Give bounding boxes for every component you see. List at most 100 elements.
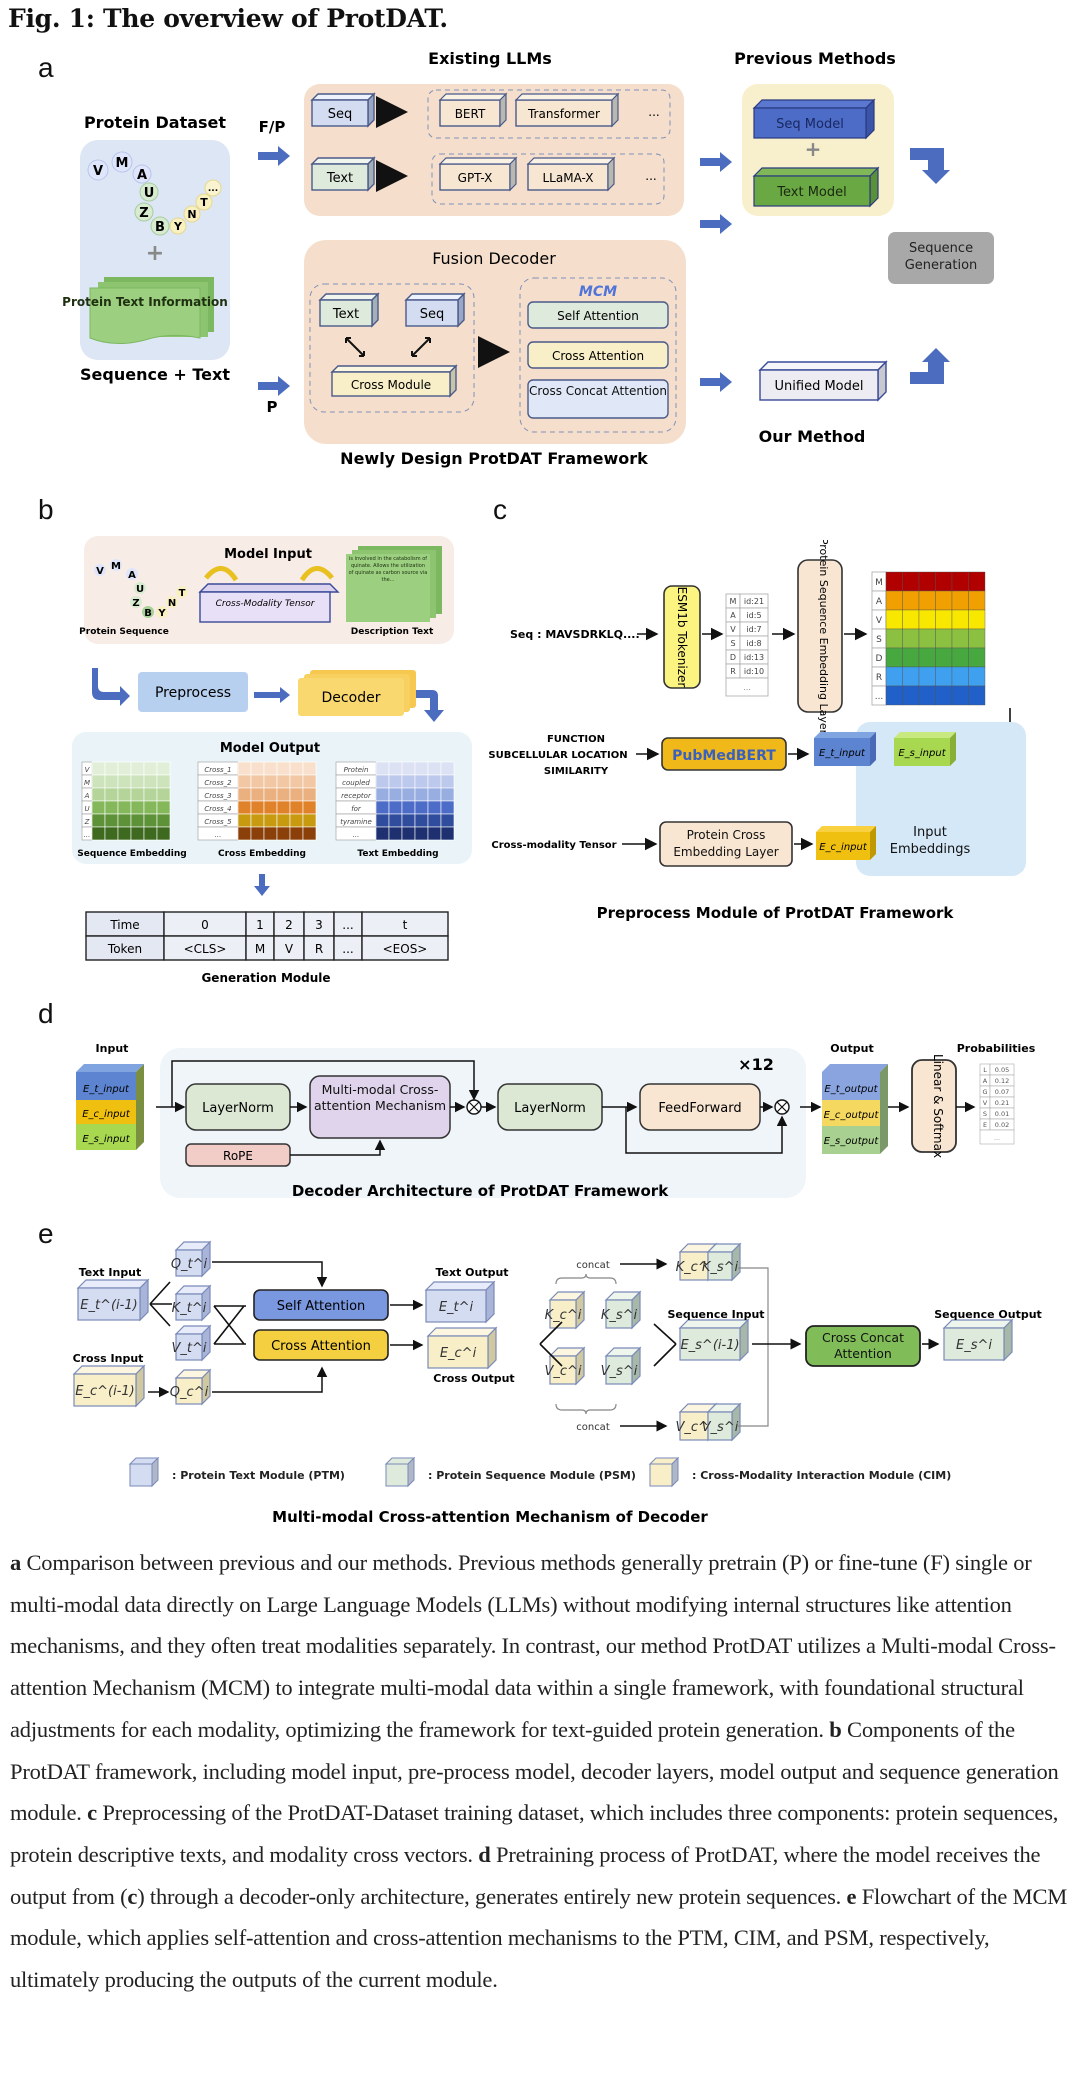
arrow-p-icon bbox=[258, 376, 290, 396]
svg-text:A: A bbox=[137, 168, 147, 183]
feedforward-label: FeedForward bbox=[658, 1101, 741, 1116]
embedding-cell bbox=[130, 774, 145, 789]
cross-concat-attention-box bbox=[805, 1325, 921, 1367]
heatmap-cell bbox=[968, 590, 986, 611]
embedding-cell bbox=[375, 774, 390, 789]
embedding-row-label: ... bbox=[215, 831, 222, 839]
embedding-cell bbox=[156, 787, 171, 802]
prob-value: 0.12 bbox=[995, 1077, 1009, 1085]
concat-v-c-cube bbox=[679, 1411, 709, 1441]
embedding-cell bbox=[117, 813, 132, 828]
layernorm-2-label: LayerNorm bbox=[514, 1101, 586, 1116]
mcm-label: MCM bbox=[579, 284, 617, 300]
our-method-label: Our Method bbox=[759, 427, 866, 446]
time-value: 1 bbox=[256, 918, 264, 932]
split-arrows-icon bbox=[149, 1281, 172, 1327]
fusion-inner-dashed bbox=[309, 283, 475, 413]
arrow-down-icon bbox=[254, 874, 270, 896]
embedding-cell bbox=[388, 787, 403, 802]
text-embedding-label: Text Embedding bbox=[357, 849, 438, 859]
q-t-cube-label: Q_t^i bbox=[171, 1257, 208, 1272]
token-value: ... bbox=[342, 942, 353, 956]
embedding-cell bbox=[237, 774, 252, 789]
embedding-cell bbox=[440, 774, 455, 789]
svg-text:T: T bbox=[200, 196, 208, 209]
svg-text:Cross-Modality Tensor: Cross-Modality Tensor bbox=[216, 599, 316, 609]
embedding-cell bbox=[130, 761, 145, 776]
svg-text:Seq: Seq bbox=[328, 107, 353, 122]
embedding-cell bbox=[156, 813, 171, 828]
heatmap-cell bbox=[951, 609, 969, 630]
cross-input-cube bbox=[73, 1373, 137, 1407]
embedding-cell bbox=[263, 826, 278, 841]
heatmap-cell bbox=[951, 666, 969, 687]
concat-k-c-cube-label: K_c^i bbox=[676, 1260, 713, 1275]
plus-icon: + bbox=[805, 137, 822, 161]
layernorm-1-label: LayerNorm bbox=[202, 1101, 274, 1116]
heatmap-cell bbox=[951, 571, 969, 592]
heatmap-cell bbox=[968, 571, 986, 592]
embedding-cell bbox=[276, 813, 291, 828]
input-embeddings-label: Input Embeddings bbox=[889, 825, 971, 857]
token-id: id:8 bbox=[746, 639, 761, 648]
svg-text:U: U bbox=[144, 186, 155, 201]
embedding-cell bbox=[427, 826, 442, 841]
k-t-cube-label: K_t^i bbox=[172, 1301, 207, 1316]
split-arrows-icon bbox=[539, 1321, 563, 1367]
heatmap-cell bbox=[885, 609, 903, 630]
embedding-cell bbox=[414, 813, 429, 828]
heatmap-cell bbox=[935, 609, 953, 630]
text-input-cube bbox=[77, 1287, 141, 1321]
sequence-input-cube bbox=[679, 1327, 741, 1361]
time-value: 2 bbox=[285, 918, 293, 932]
text-output-cube-top bbox=[424, 1281, 496, 1291]
text-embedding-grid: Proteincoupledreceptorfortyramine... bbox=[335, 761, 455, 841]
embedding-cell bbox=[117, 761, 132, 776]
heatmap-cell bbox=[918, 609, 936, 630]
arrow-icon bbox=[92, 668, 130, 706]
heatmap-cell bbox=[951, 628, 969, 649]
cross-embedding-grid: Cross_1Cross_2Cross_3Cross_4Cross_5... bbox=[197, 761, 317, 841]
embedding-cell bbox=[401, 774, 416, 789]
embedding-row-label: A bbox=[84, 792, 90, 800]
embedding-cell bbox=[375, 761, 390, 776]
heatmap-cell bbox=[885, 571, 903, 592]
panel-c-caption: Preprocess Module of ProtDAT Framework bbox=[597, 904, 955, 922]
heatmap-cell bbox=[968, 647, 986, 668]
embedding-cell bbox=[250, 774, 265, 789]
protein-sequence-beads: V M A U Z B Y N T bbox=[94, 559, 188, 619]
cross-input-cube-label: E_c^(i-1) bbox=[75, 1384, 134, 1399]
embedding-cell bbox=[302, 787, 317, 802]
mcm-self-attention bbox=[527, 301, 669, 329]
embedding-cell bbox=[91, 761, 106, 776]
embedding-cell bbox=[156, 826, 171, 841]
v-c-cube bbox=[549, 1355, 577, 1385]
p-label: P bbox=[267, 398, 278, 416]
svg-text:Transformer: Transformer bbox=[527, 107, 600, 121]
preprocess-label: Preprocess bbox=[155, 685, 231, 701]
token-aa: M bbox=[730, 597, 737, 606]
decoder-label: Decoder bbox=[322, 690, 381, 706]
k-c-cube bbox=[549, 1299, 577, 1329]
sequence-text-label: Sequence + Text bbox=[80, 365, 230, 384]
text-input-box: Text bbox=[310, 156, 376, 192]
llm-bert: BERT bbox=[438, 92, 508, 128]
mcm-self-attention-label: Self Attention bbox=[557, 309, 639, 323]
arrow-icon bbox=[700, 372, 732, 392]
linear-softmax-box bbox=[911, 1059, 957, 1153]
embedding-cell bbox=[440, 761, 455, 776]
time-value: 3 bbox=[315, 918, 323, 932]
embedding-cell bbox=[427, 800, 442, 815]
heatmap-row-label: S bbox=[876, 635, 882, 645]
heatmap-cell bbox=[968, 609, 986, 630]
heatmap-cell bbox=[935, 571, 953, 592]
prob-value: 0.07 bbox=[995, 1088, 1009, 1096]
svg-text:Protein Text Information: Protein Text Information bbox=[62, 295, 228, 309]
text-input-location: SUBCELLULAR LOCATION bbox=[488, 750, 627, 761]
q-c-cube-label: Q_c^i bbox=[170, 1385, 209, 1400]
e-t-input-cube: E_t_input bbox=[814, 732, 876, 766]
previous-methods-title: Previous Methods bbox=[734, 49, 896, 68]
svg-text:E_c_input: E_c_input bbox=[82, 1109, 131, 1120]
heatmap-cell bbox=[885, 666, 903, 687]
